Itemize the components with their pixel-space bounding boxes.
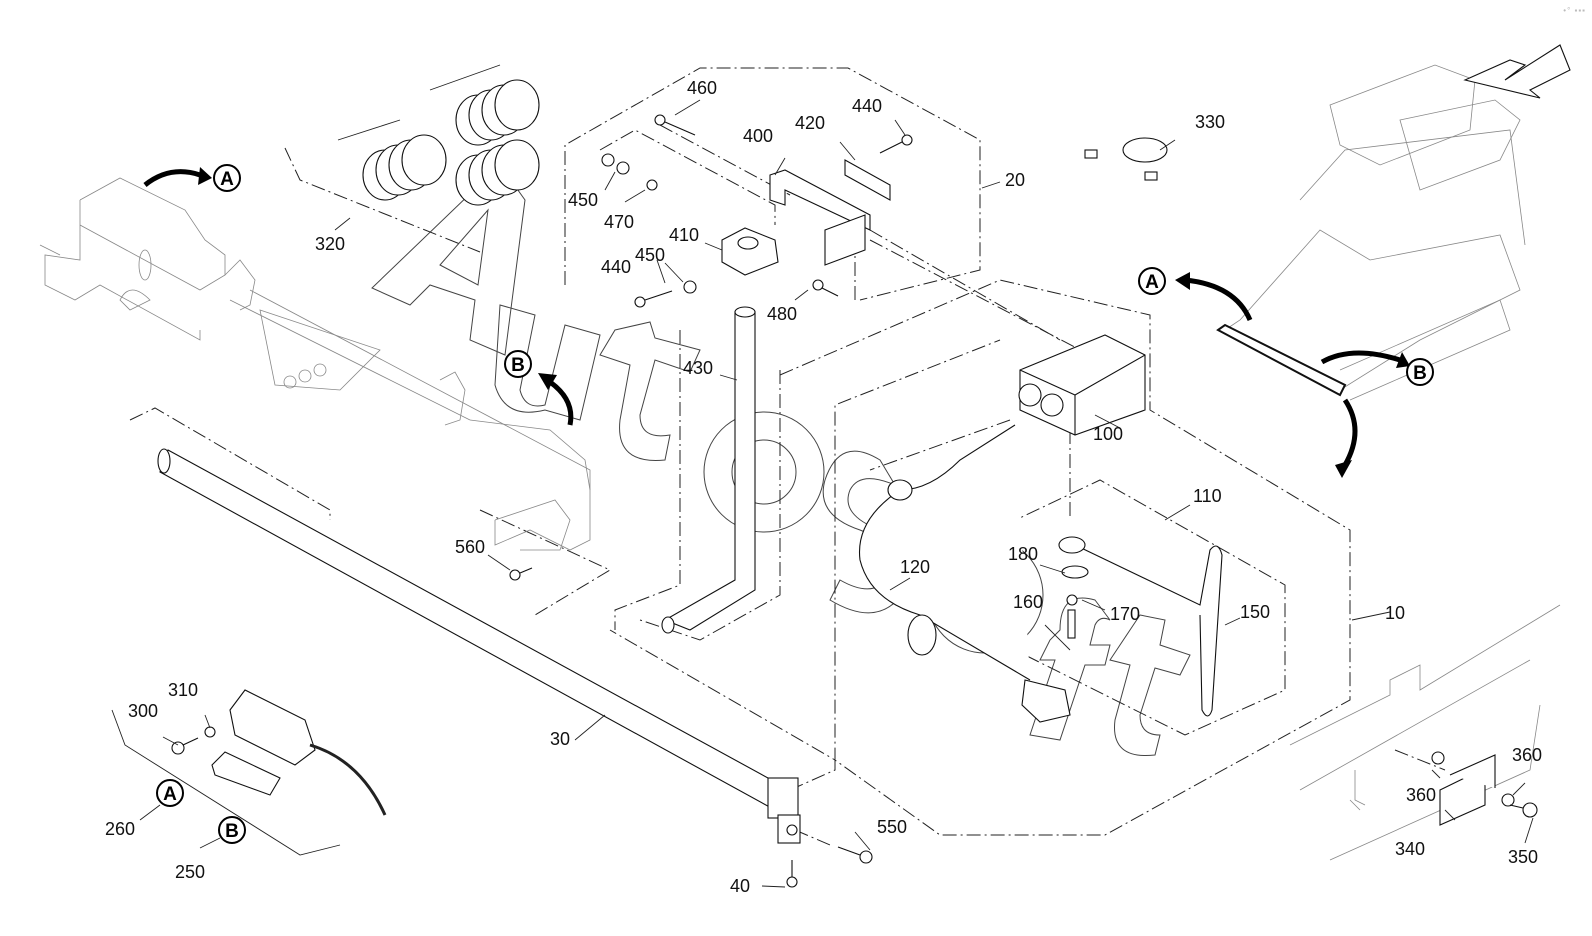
part-label-340[interactable]: 340 — [1395, 839, 1425, 859]
callout-a-top[interactable]: A — [213, 164, 241, 192]
part-label-170[interactable]: 170 — [1110, 604, 1140, 624]
svg-text:A: A — [1145, 272, 1159, 293]
part-label-480[interactable]: 480 — [767, 304, 797, 324]
sensor-box-100 — [1018, 334, 1146, 436]
part-label-300[interactable]: 300 — [128, 701, 158, 721]
part-label-550[interactable]: 550 — [877, 817, 907, 837]
svg-text:A: A — [220, 169, 234, 190]
part-label-110[interactable]: 110 — [1193, 486, 1222, 506]
part-label-310[interactable]: 310 — [168, 680, 198, 700]
bracket-assembly — [721, 159, 891, 276]
frame-plate — [1289, 604, 1561, 861]
part-label-180[interactable]: 180 — [1008, 544, 1038, 564]
corner-mark: •° ▪▪▪ — [1563, 6, 1586, 15]
part-label-440-left[interactable]: 440 — [601, 257, 631, 277]
part-labels: 10 20 30 40 100 110 120 150 160 170 180 … — [105, 78, 1542, 896]
boundary-group-10 — [779, 279, 1351, 836]
junction-box — [111, 689, 387, 856]
t-handle-150 — [1058, 536, 1223, 717]
boundary-group-20 — [564, 67, 981, 301]
fasteners — [171, 114, 1538, 888]
part-label-10[interactable]: 10 — [1385, 603, 1405, 623]
part-label-400[interactable]: 400 — [743, 126, 773, 146]
part-label-440-right[interactable]: 440 — [852, 96, 882, 116]
callout-a-junction[interactable]: A — [156, 779, 184, 807]
part-label-350[interactable]: 350 — [1508, 847, 1538, 867]
hose-clamps — [337, 64, 540, 206]
part-label-120[interactable]: 120 — [900, 557, 930, 577]
screed-frame — [39, 177, 591, 551]
tube-30 — [157, 448, 801, 844]
part-label-470[interactable]: 470 — [604, 212, 634, 232]
part-label-320[interactable]: 320 — [315, 234, 345, 254]
svg-text:B: B — [511, 355, 525, 376]
part-label-560[interactable]: 560 — [455, 537, 485, 557]
part-label-30[interactable]: 30 — [550, 729, 570, 749]
part-label-430[interactable]: 430 — [683, 358, 713, 378]
part-label-360-left[interactable]: 360 — [1406, 785, 1436, 805]
part-label-20[interactable]: 20 — [1005, 170, 1025, 190]
part-label-420[interactable]: 420 — [795, 113, 825, 133]
part-label-40[interactable]: 40 — [730, 876, 750, 896]
callout-b-paver[interactable]: B — [1406, 358, 1434, 386]
part-label-450-mid[interactable]: 450 — [635, 245, 665, 265]
leader-lines — [139, 99, 1534, 888]
direction-arrows — [143, 167, 1410, 478]
svg-text:B: B — [1413, 363, 1427, 384]
part-label-100[interactable]: 100 — [1093, 424, 1123, 444]
part-label-410[interactable]: 410 — [669, 225, 699, 245]
callout-a-paver[interactable]: A — [1138, 267, 1166, 295]
assembly-boundaries — [129, 67, 1446, 846]
paver-machine — [1216, 44, 1571, 401]
svg-text:A: A — [163, 784, 177, 805]
rod-430 — [661, 306, 756, 634]
part-label-450-top[interactable]: 450 — [568, 190, 598, 210]
part-label-150[interactable]: 150 — [1240, 602, 1270, 622]
part-label-260[interactable]: 260 — [105, 819, 135, 839]
cable-330 — [1084, 137, 1168, 181]
part-label-160[interactable]: 160 — [1013, 592, 1043, 612]
callout-b-mid[interactable]: B — [504, 350, 532, 378]
svg-text:B: B — [225, 821, 239, 842]
part-label-460[interactable]: 460 — [687, 78, 717, 98]
part-label-330[interactable]: 330 — [1195, 112, 1225, 132]
callout-b-junction[interactable]: B — [218, 816, 246, 844]
part-label-360-right[interactable]: 360 — [1512, 745, 1542, 765]
cable-120 — [858, 424, 1071, 723]
part-label-250[interactable]: 250 — [175, 862, 205, 882]
watermark — [371, 164, 1191, 757]
